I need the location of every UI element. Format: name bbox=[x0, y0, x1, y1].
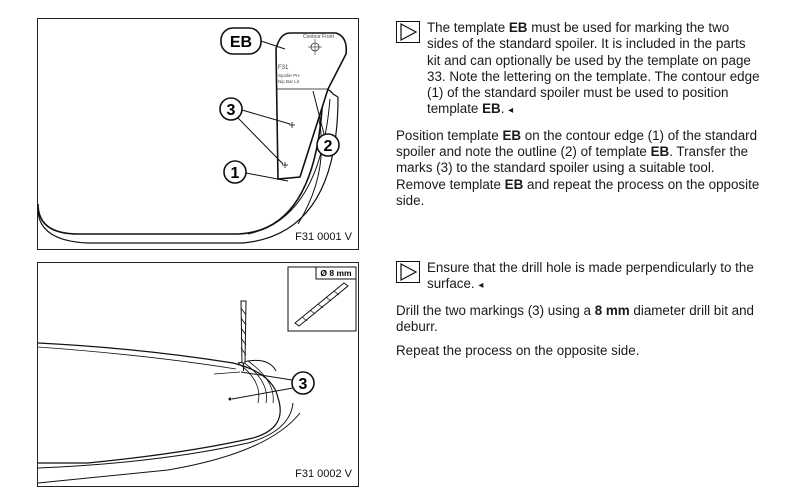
text-run: Ensure that the drill hole is made perpe… bbox=[427, 260, 754, 292]
bold-text: EB bbox=[650, 144, 670, 160]
text-run: on the contour edge (1) of the standard … bbox=[396, 127, 758, 160]
text-run: . bbox=[500, 101, 509, 117]
mark-line bbox=[213, 371, 241, 375]
label-eb: EB bbox=[230, 34, 252, 51]
callout-3: 3 bbox=[231, 371, 315, 400]
bold-text: 8 mm bbox=[594, 302, 630, 318]
spoiler-drilling-illustration: Ø 8 mm 3 bbox=[38, 266, 357, 484]
bold-text: EB bbox=[508, 20, 528, 35]
text-run: diameter drill bit and deburr. bbox=[396, 302, 754, 334]
note-triangle-icon bbox=[396, 21, 420, 43]
callout-3-label: 3 bbox=[299, 376, 308, 393]
template-text-spoiler: Spoiler PH bbox=[278, 73, 300, 78]
callout-3: 3 bbox=[219, 97, 291, 165]
instruction-position-template: Position template EB on the contour edge… bbox=[396, 128, 761, 209]
text-run: Repeat the process on the opposite side. bbox=[396, 343, 640, 359]
bold-text: EB bbox=[502, 127, 522, 143]
drill-size-label: Ø 8 mm bbox=[320, 268, 352, 278]
figure-template-positioning: Contour Front F31 Spoiler PH Nip Bar Lit… bbox=[37, 18, 359, 250]
instruction-block-drilling: Ensure that the drill hole is made perpe… bbox=[396, 260, 761, 367]
callout-1: 1 bbox=[223, 160, 289, 184]
template-text-f31: F31 bbox=[278, 65, 289, 71]
callout-1-label: 1 bbox=[231, 165, 240, 182]
text-run: must be used for marking the two sides o… bbox=[427, 20, 760, 117]
template-crosshair-icon bbox=[308, 39, 322, 55]
figure-drilling: Ø 8 mm 3 F31 0002 V bbox=[37, 262, 359, 487]
drill-bit-small-icon bbox=[294, 282, 349, 327]
drill-bit-icon bbox=[240, 300, 247, 371]
mark-cross-lower bbox=[282, 162, 288, 168]
text-run: and repeat the process on the opposite s… bbox=[396, 176, 760, 208]
callout-2: 2 bbox=[312, 90, 340, 157]
bold-text: EB bbox=[482, 101, 501, 117]
template-text-nip: Nip Bar Lit bbox=[278, 79, 300, 84]
mark-dot bbox=[228, 397, 232, 401]
text-run: The template bbox=[427, 20, 509, 35]
instruction-repeat: Repeat the process on the opposite side. bbox=[396, 343, 761, 359]
note-text: Ensure that the drill hole is made perpe… bbox=[427, 260, 754, 291]
note-drilling: Ensure that the drill hole is made perpe… bbox=[396, 260, 761, 295]
end-marker-icon: ◂ bbox=[478, 280, 484, 292]
template-text-contour: Contour Front bbox=[303, 34, 334, 40]
note-text: The template EB must be used for marking… bbox=[427, 20, 760, 116]
instruction-drill: Drill the two markings (3) using a 8 mm … bbox=[396, 303, 761, 336]
figure-code: F31 0002 V bbox=[295, 468, 352, 480]
note-triangle-icon bbox=[396, 261, 420, 283]
end-marker-icon: ◂ bbox=[508, 105, 514, 117]
text-run: Position template bbox=[396, 127, 503, 143]
mark-cross-upper bbox=[289, 122, 295, 128]
instruction-block-template: The template EB must be used for marking… bbox=[396, 20, 761, 217]
text-run: . Transfer the marks (3) to the standard… bbox=[396, 144, 749, 192]
spoiler-template-illustration: Contour Front F31 Spoiler PH Nip Bar Lit… bbox=[38, 27, 348, 244]
callout-3-label: 3 bbox=[227, 102, 236, 119]
note-template: The template EB must be used for marking… bbox=[396, 20, 761, 120]
figure-code: F31 0001 V bbox=[295, 231, 352, 243]
drill-size-box: Ø 8 mm bbox=[287, 266, 357, 332]
callout-2-label: 2 bbox=[324, 138, 333, 155]
bold-text: EB bbox=[504, 176, 524, 192]
text-run: Drill the two markings (3) using a bbox=[396, 302, 595, 318]
label-eb-callout: EB bbox=[220, 27, 286, 55]
